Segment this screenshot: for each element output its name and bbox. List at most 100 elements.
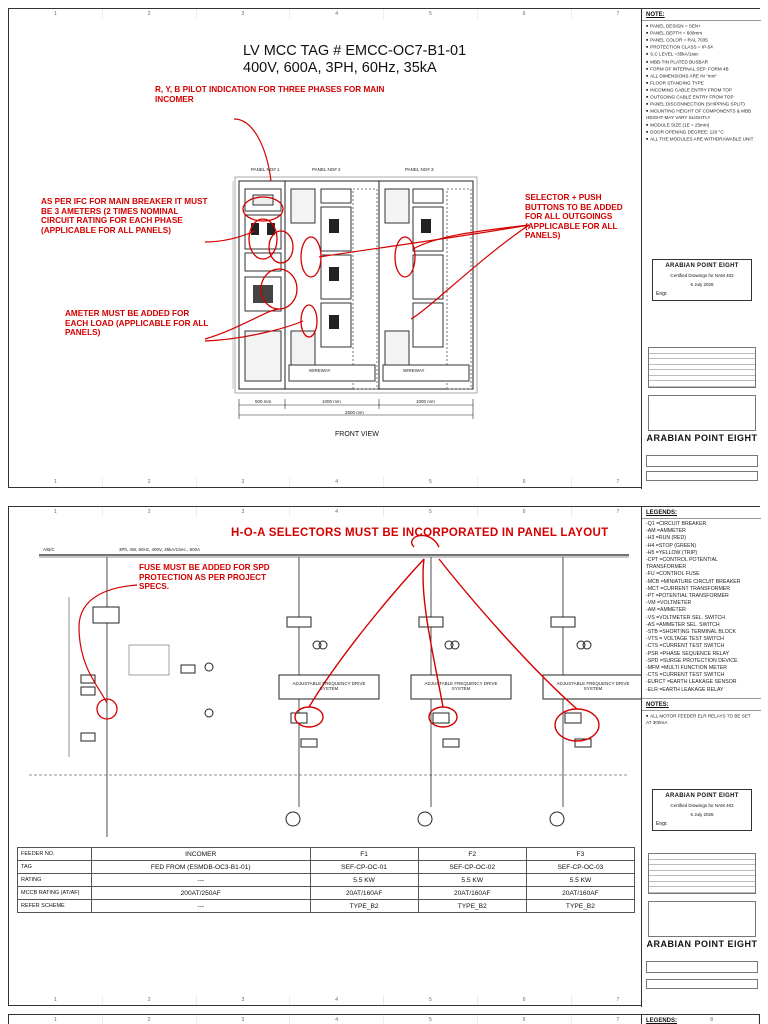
note-item: PANEL DEPTH = 600mm: [646, 30, 757, 37]
table-cell: TAG: [17, 860, 92, 874]
title-line-1: LV MCC TAG # EMCC-OC7-B1-01: [243, 43, 467, 59]
mcc-title: LV MCC TAG # EMCC-OC7-B1-01 400V, 600A, …: [243, 43, 466, 77]
notes-list: ALL MOTOR FEEDER ELR RELAYS TO BE SET AT…: [642, 711, 761, 729]
dim-panel-3: 1000 mm: [416, 399, 435, 404]
note-item: MBB-TIN PLATED BUSBAR: [646, 59, 757, 66]
annotation-ifc: AS PER IFC FOR MAIN BREAKER IT MUST BE 3…: [41, 197, 208, 235]
legend-item: -MFM =MULTI FUNCTION METER: [646, 665, 728, 672]
title-block-1: NOTE: PANEL DESIGN = SEN+ PANEL DEPTH = …: [641, 9, 761, 489]
table-cell: TYPE_B2: [417, 899, 527, 913]
revision-table: [648, 853, 756, 894]
feeder-f2: [410, 557, 512, 827]
legend-item: -H4 =STOP (GREEN): [646, 542, 697, 549]
table-cell: ---: [91, 873, 311, 887]
table-cell: MCCB RATING (AT/AF): [17, 886, 92, 900]
drawing-info-block: [646, 455, 758, 467]
table-cell: REFER SCHEME: [17, 899, 92, 913]
legend-item: -CTS =CURRENT TEST SWITCH: [646, 643, 725, 650]
fuse-note: FUSE MUST BE ADDED FOR SPD PROTECTION AS…: [139, 563, 270, 591]
note-item: PANEL DESIGN = SEN+: [646, 23, 757, 30]
stamp-engineer: Engr.: [656, 291, 668, 297]
notes-header: NOTE:: [642, 9, 761, 21]
table-cell: TYPE_B2: [309, 899, 419, 913]
wireway-label-2: WIREWAY: [309, 368, 331, 373]
panel-label-3: PANEL NO# 3: [405, 167, 434, 172]
panel-label-1: PANEL NO# 1: [251, 167, 280, 172]
note-item: PROTECTION CLASS = IP-54: [646, 44, 757, 51]
note-item: FLOOR STANDING TYPE: [646, 80, 757, 87]
table-cell: FED FROM (ESMDB-OC3-B1-01): [91, 860, 311, 874]
legend-item: -SPD =SURGE PROTECTION DEVICE: [646, 657, 738, 664]
table-row: MCCB RATING (AT/AF) 200AT/250AF 20AT/160…: [17, 886, 636, 900]
note-item: MOUNTING HEIGHT OF COMPONENTS & MBB HEIG…: [646, 108, 757, 122]
legend-item: -PSR =PHASE SEQUENCE RELAY: [646, 650, 730, 657]
title-line-2: 400V, 600A, 3PH, 60Hz, 35kA: [243, 60, 437, 76]
stamp-engineer: Engr.: [656, 821, 668, 827]
note-item: DOOR OPENING DEGREE: 120 °C: [646, 129, 757, 136]
table-cell: 20AT/160AF: [417, 886, 527, 900]
legend-item: -H3 =RUN (RED): [646, 535, 686, 542]
vfd-label-f2: ADJUSTABLE FREQUENCY DRIVE SYSTEM: [424, 681, 498, 691]
table-row: RATING --- 5.5 KW 5.5 KW 5.5 KW: [17, 873, 636, 887]
legends-list: -Q1 =CIRCUIT BREAKER -AM =AMMETER -H3 =R…: [642, 519, 761, 696]
view-label: FRONT VIEW: [335, 431, 379, 438]
legend-item: -AS =AMMETER SEL. SWITCH: [646, 621, 720, 628]
table-cell: 20AT/160AF: [309, 886, 419, 900]
legend-item: -FU =CONTROL FUSE: [646, 571, 700, 578]
feeder-f1: [278, 557, 380, 827]
notes-header: NOTES:: [642, 697, 761, 711]
vfd-label-f1: ADJUSTABLE FREQUENCY DRIVE SYSTEM: [292, 681, 366, 691]
note-item: S.C LEVEL =35kA/1sec: [646, 51, 757, 58]
legend-item: -STB =SHORTING TERMINAL BLOCK: [646, 629, 736, 636]
table-row: REFER SCHEME --- TYPE_B2 TYPE_B2 TYPE_B2: [17, 899, 636, 913]
table-header-row: FEEDER NO. INCOMER F1 F2 F3: [17, 847, 636, 861]
drawing-info-block: [646, 961, 758, 973]
panel-label-2: PANEL NO# 2: [312, 167, 341, 172]
disclaimer-block: [648, 901, 756, 937]
disclaimer-block: [648, 395, 756, 431]
phase-label: A/B/C: [43, 547, 55, 552]
table-cell: SEF-CP-OC-03: [525, 860, 636, 874]
legend-item: -ELR =EARTH LEAKAGE RELAY: [646, 686, 724, 693]
table-row: TAG FED FROM (ESMDB-OC3-B1-01) SEF-CP-OC…: [17, 860, 636, 874]
table-header: F1: [309, 847, 419, 861]
stamp-text: Certified Drawings for NAM 402: [670, 273, 734, 278]
table-cell: 5.5 KW: [309, 873, 419, 887]
legend-item: -VS =VOLTMETER SEL. SWITCH: [646, 614, 726, 621]
certification-stamp: ARABIAN POINT EIGHT Certified Drawings f…: [652, 789, 752, 831]
stamp-logo: ARABIAN POINT EIGHT: [665, 793, 739, 799]
legend-item: -VM =VOLTMETER: [646, 600, 692, 607]
company-brand: ARABIAN POINT EIGHT: [646, 433, 758, 443]
title-block-3: LEGENDS:: [641, 1015, 761, 1024]
annotation-ameter: AMETER MUST BE ADDED FOR EACH LOAD (APPL…: [65, 309, 209, 337]
stamp-date: 6 July 2026: [690, 812, 714, 817]
legends-header: LEGENDS:: [642, 507, 761, 519]
table-cell: TYPE_B2: [525, 899, 636, 913]
note-item: ALL THE MODULES ARE WITHDRAWABLE UNIT: [646, 136, 757, 143]
legend-item: -H5 =YELLOW (TRIP): [646, 549, 698, 556]
hoa-heading: H-O-A SELECTORS MUST BE INCORPORATED IN …: [231, 527, 609, 539]
legend-item: -Q1 =CIRCUIT BREAKER: [646, 521, 707, 527]
table-cell: 5.5 KW: [525, 873, 636, 887]
legend-item: -CTS =CURRENT TEST SWITCH: [646, 672, 725, 679]
table-cell: 200AT/250AF: [91, 886, 311, 900]
table-header: INCOMER: [91, 847, 311, 861]
legend-item: -PT =POTENTIAL TRANSFORMER: [646, 593, 729, 600]
feeder-f3: [542, 557, 641, 827]
table-cell: 5.5 KW: [417, 873, 527, 887]
table-cell: ---: [91, 899, 311, 913]
table-cell: RATING: [17, 873, 92, 887]
table-cell: SEF-CP-OC-01: [309, 860, 419, 874]
annotation-selector: SELECTOR + PUSH BUTTONS TO BE ADDED FOR …: [525, 193, 623, 240]
stamp-date: 6 July 2026: [690, 282, 714, 287]
feeder-table: FEEDER NO. INCOMER F1 F2 F3 TAG FED FROM…: [17, 847, 636, 913]
legends-header: LEGENDS:: [646, 1018, 678, 1024]
stamp-text: Certified Drawings for NAM 402: [670, 803, 734, 808]
revision-table: [648, 347, 756, 388]
legend-item: -MCT =CURRENT TRANSFORMER: [646, 585, 731, 592]
table-header: F3: [525, 847, 636, 861]
